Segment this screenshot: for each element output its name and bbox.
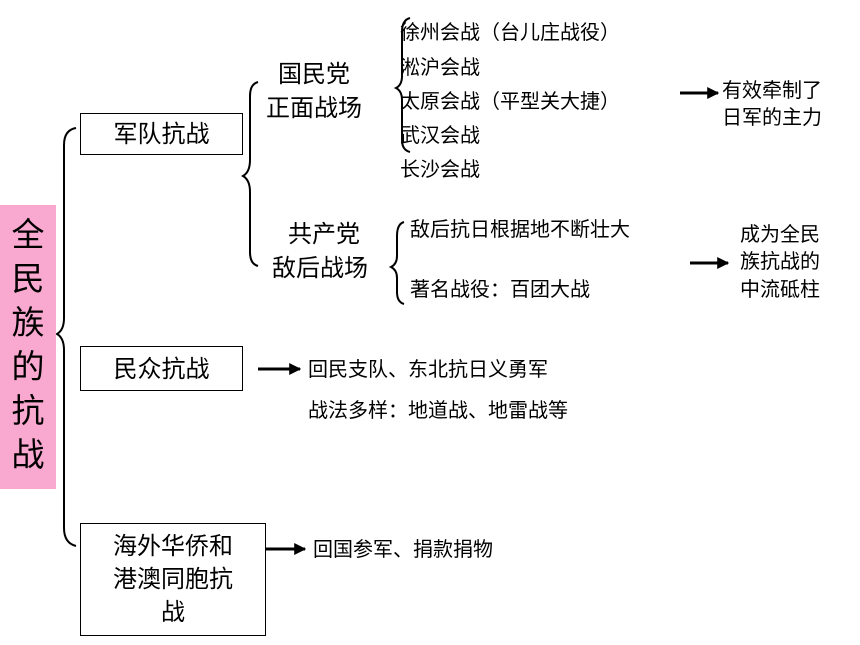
overseas-label-3: 战 <box>161 598 185 626</box>
overseas-label-1: 海外华侨和 <box>113 532 233 560</box>
kmt-battle-4: 武汉会战 <box>400 123 480 147</box>
ccp-result-2: 族抗战的 <box>740 249 820 273</box>
ccp-item-2: 著名战役：百团大战 <box>410 277 590 301</box>
ccp-label-2: 敌后战场 <box>272 254 368 282</box>
people-label: 民众抗战 <box>113 355 210 383</box>
title-box: 全 民 族 的 抗 战 <box>0 205 56 489</box>
kmt-result-1: 有效牵制了 <box>722 78 822 102</box>
people-box: 民众抗战 <box>80 346 243 391</box>
overseas-item-1: 回国参军、捐款捐物 <box>313 537 493 561</box>
people-item-1: 回民支队、东北抗日义勇军 <box>308 357 548 381</box>
army-label: 军队抗战 <box>113 120 210 148</box>
overseas-box: 海外华侨和 港澳同胞抗 战 <box>80 523 266 636</box>
kmt-label-2: 正面战场 <box>266 94 362 122</box>
army-brace <box>240 81 259 267</box>
ccp-item-1: 敌后抗日根据地不断壮大 <box>410 217 630 241</box>
ccp-label-1: 共产党 <box>288 220 360 248</box>
overseas-label-2: 港澳同胞抗 <box>113 565 233 593</box>
people-item-2: 战法多样：地道战、地雷战等 <box>308 398 568 422</box>
ccp-result-1: 成为全民 <box>740 222 820 246</box>
kmt-battle-2: 淞沪会战 <box>400 55 480 79</box>
ccp-result-3: 中流砥柱 <box>740 277 820 301</box>
kmt-result-2: 日军的主力 <box>722 105 822 129</box>
ccp-brace <box>388 221 405 305</box>
main-brace <box>54 127 77 547</box>
kmt-label-1: 国民党 <box>278 60 350 88</box>
kmt-battle-5: 长沙会战 <box>400 157 480 181</box>
army-box: 军队抗战 <box>80 113 243 155</box>
title-text: 全 民 族 的 抗 战 <box>11 215 45 474</box>
kmt-battle-3: 太原会战（平型关大捷） <box>400 89 620 113</box>
kmt-battle-1: 徐州会战（台儿庄战役） <box>400 20 620 44</box>
kmt-brace <box>393 17 411 153</box>
